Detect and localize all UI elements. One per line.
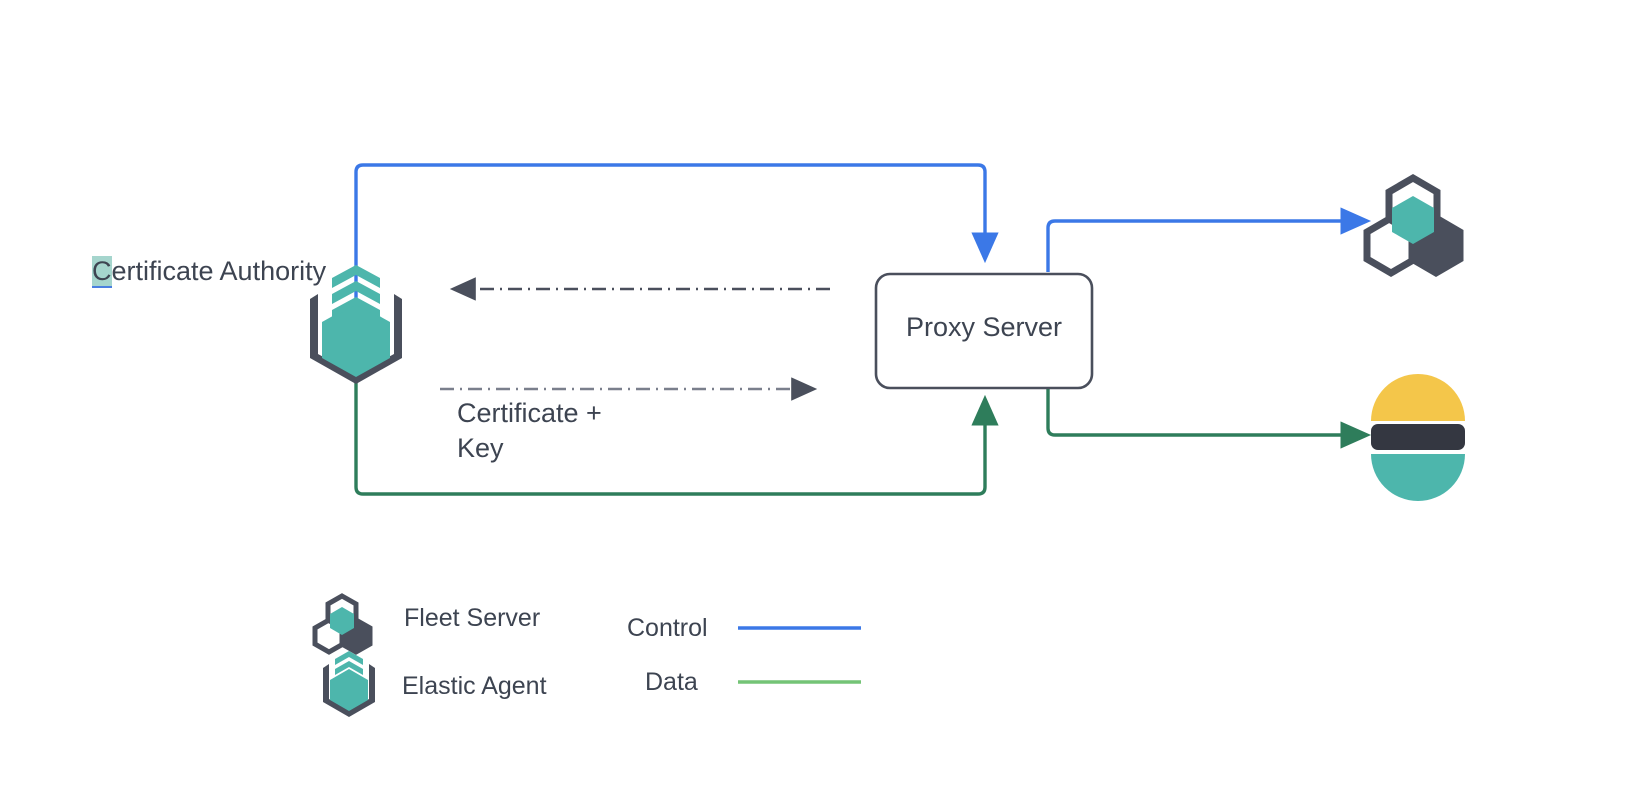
elasticsearch-icon: [1371, 374, 1465, 501]
legend-line-label-data: Data: [645, 668, 698, 696]
legend-elastic-agent-icon: [323, 651, 375, 717]
certificate-authority-label-selected-char: C: [92, 256, 112, 286]
proxy-server-box[interactable]: [874, 272, 1094, 390]
edge-agent-to-proxy-control: [354, 163, 999, 300]
certificate-key-line1: Certificate +: [457, 398, 602, 428]
fleet-server-icon: [1363, 173, 1464, 278]
proxy-server-label: Proxy Server: [905, 312, 1063, 342]
legend-line-label-control: Control: [627, 614, 708, 642]
edge-proxy-to-fleet-server: [1046, 207, 1372, 272]
certificate-key-edge-label: Certificate + Key: [457, 396, 602, 466]
edge-proxy-to-elasticsearch: [1046, 388, 1372, 449]
certificate-key-line2: Key: [457, 433, 504, 463]
legend-item-label-fleet-server: Fleet Server: [404, 604, 541, 632]
certificate-authority-label: Certificate Authority: [92, 254, 326, 288]
legend-item-label-elastic-agent: Elastic Agent: [402, 672, 547, 700]
edge-agent-to-proxy-data: [354, 378, 999, 496]
elastic-agent-icon: [310, 265, 402, 384]
legend-fleet-server-icon: [312, 593, 373, 655]
certificate-authority-label-rest: ertificate Authority: [111, 256, 327, 286]
